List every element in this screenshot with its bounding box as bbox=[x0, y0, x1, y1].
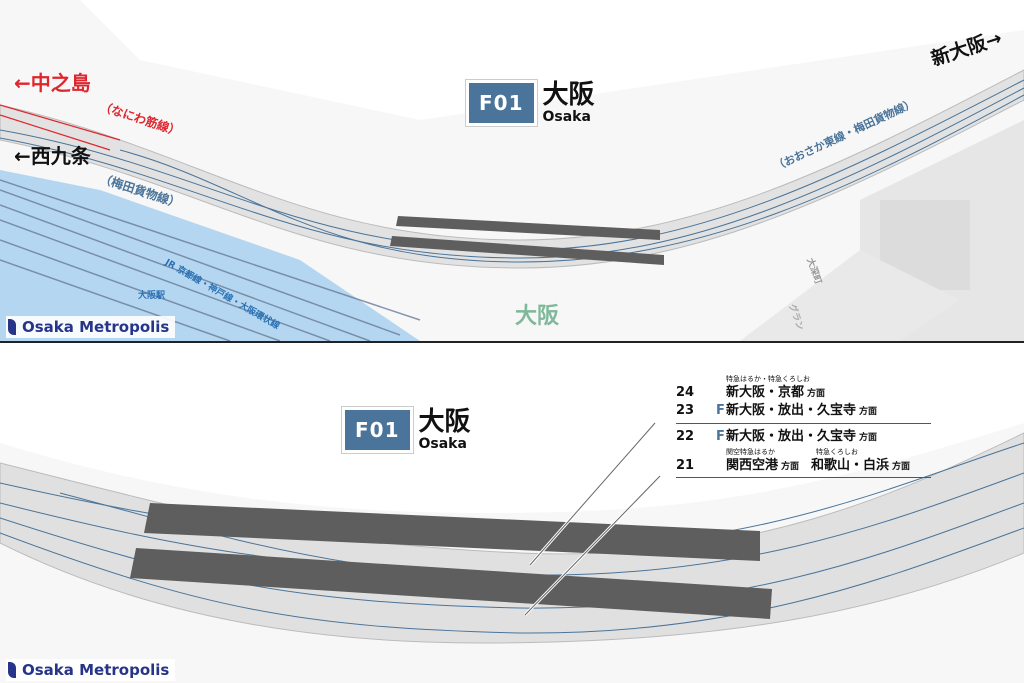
platform bbox=[130, 548, 772, 619]
platform bbox=[396, 216, 660, 240]
direction-nishikujo: ←西九条 bbox=[14, 144, 91, 168]
station-name-ja: 大阪 bbox=[542, 80, 595, 110]
leader-line bbox=[529, 422, 656, 566]
leader-line bbox=[524, 475, 661, 616]
divider bbox=[676, 477, 931, 478]
track-corridor bbox=[0, 69, 1024, 269]
station-name-en: Osaka bbox=[418, 436, 467, 452]
platform bbox=[390, 236, 664, 265]
platform bbox=[144, 503, 760, 561]
overview-map bbox=[0, 0, 1024, 341]
station-code: F01 bbox=[465, 79, 538, 127]
logo-icon bbox=[8, 319, 16, 335]
track-21-note2: 特急くろしお bbox=[816, 448, 858, 456]
track-24-note: 特急はるか・特急くろしお bbox=[726, 375, 810, 383]
area-label: 大阪 bbox=[515, 304, 560, 329]
direction-nakanoshima: ←中之島 bbox=[14, 71, 91, 95]
jr-station-label: 大阪駅 bbox=[138, 291, 166, 301]
station-name-ja: 大阪 bbox=[418, 407, 471, 437]
logo-icon bbox=[8, 662, 16, 678]
track-21-note: 関空特急はるか bbox=[726, 448, 775, 456]
station-name-en: Osaka bbox=[542, 109, 591, 125]
jr-osaka-tracks bbox=[0, 170, 420, 341]
platform-map bbox=[0, 343, 1024, 683]
station-code: F01 bbox=[341, 406, 414, 454]
brand-logo: Osaka Metropolis bbox=[6, 316, 176, 338]
divider bbox=[676, 423, 931, 424]
brand-logo: Osaka Metropolis bbox=[6, 659, 176, 681]
